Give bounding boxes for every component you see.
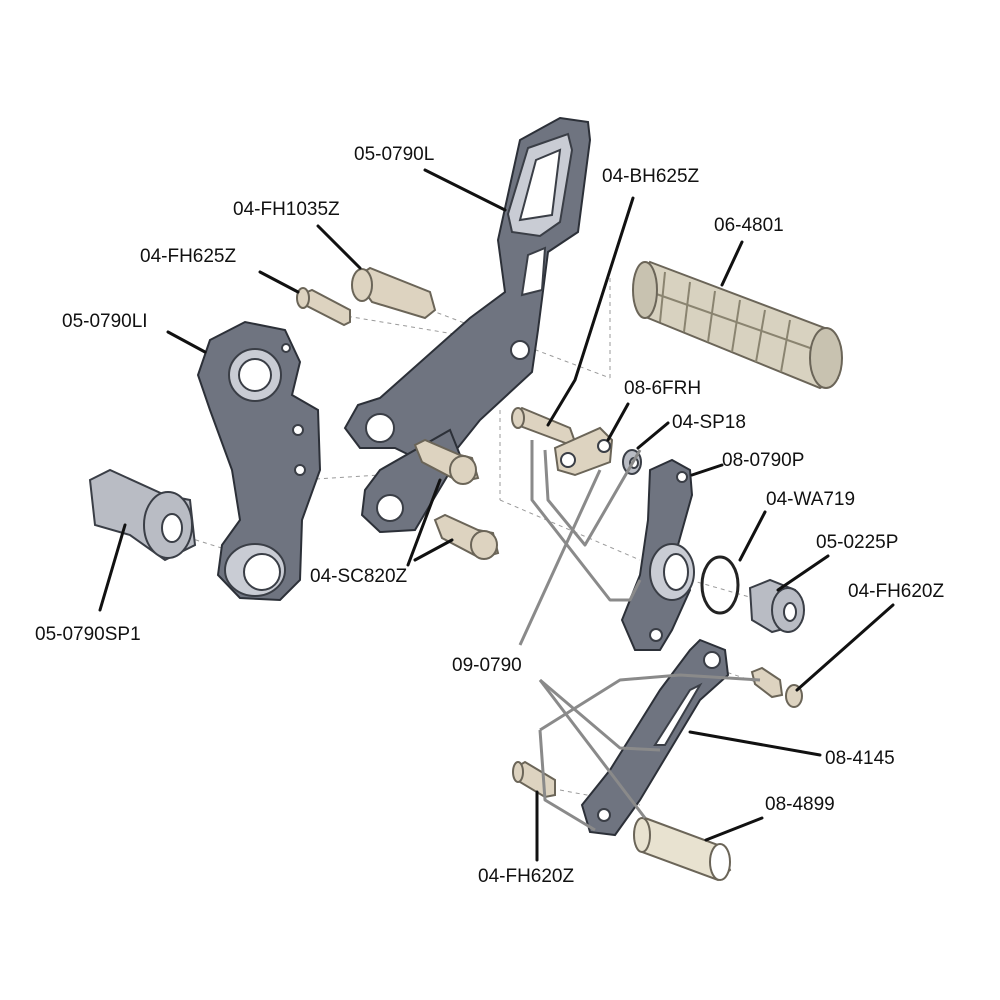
bolt-04-BH625Z [511, 406, 577, 446]
label-05-0790L: 05-0790L [354, 144, 434, 165]
label-04-WA719: 04-WA719 [766, 489, 855, 510]
bolt-04-SC820Z-upper [413, 438, 480, 485]
bracket-05-0790L [343, 116, 592, 534]
bolt-04-FH625Z [296, 287, 351, 327]
bracket-05-0790LI [196, 320, 322, 602]
label-06-4801: 06-4801 [714, 215, 784, 236]
label-08-4899: 08-4899 [765, 794, 835, 815]
bolt-04-FH620Z-upper [750, 666, 803, 708]
lever-08-4145 [580, 638, 730, 837]
pivot-05-0225P [748, 578, 805, 634]
label-05-0790SP1: 05-0790SP1 [35, 624, 141, 645]
leader-lines [98, 168, 895, 862]
label-04-FH620Z-lower: 04-FH620Z [478, 866, 574, 887]
label-05-0225P: 05-0225P [816, 532, 898, 553]
spacer-05-0790SP1 [88, 468, 197, 562]
label-08-6FRH: 08-6FRH [624, 378, 701, 399]
bolt-04-SC820Z-lower [433, 513, 500, 560]
bolt-04-FH1035Z [351, 266, 437, 320]
label-04-FH1035Z: 04-FH1035Z [233, 199, 340, 220]
label-04-BH625Z: 04-BH625Z [602, 166, 700, 187]
label-08-0790P: 08-0790P [722, 450, 804, 471]
oring-04-WA719 [700, 555, 740, 615]
label-05-0790LI: 05-0790LI [62, 311, 148, 332]
cable-09-0790 [518, 440, 761, 832]
bolt-04-FH620Z-lower [512, 760, 556, 799]
label-04-SP18: 04-SP18 [672, 412, 746, 433]
label-04-FH625Z: 04-FH625Z [140, 246, 236, 267]
rodend-08-6FRH [553, 426, 614, 477]
part-labels: 05-0790L 04-BH625Z 04-FH1035Z 06-4801 04… [35, 144, 944, 887]
label-09-0790: 09-0790 [452, 655, 522, 676]
tube-08-4899 [633, 816, 732, 882]
label-04-FH620Z-upper: 04-FH620Z [848, 581, 944, 602]
label-04-SC820Z: 04-SC820Z [310, 566, 408, 587]
arm-08-0790P [620, 458, 695, 651]
label-08-4145: 08-4145 [825, 748, 895, 769]
footpeg-06-4801 [632, 260, 843, 390]
